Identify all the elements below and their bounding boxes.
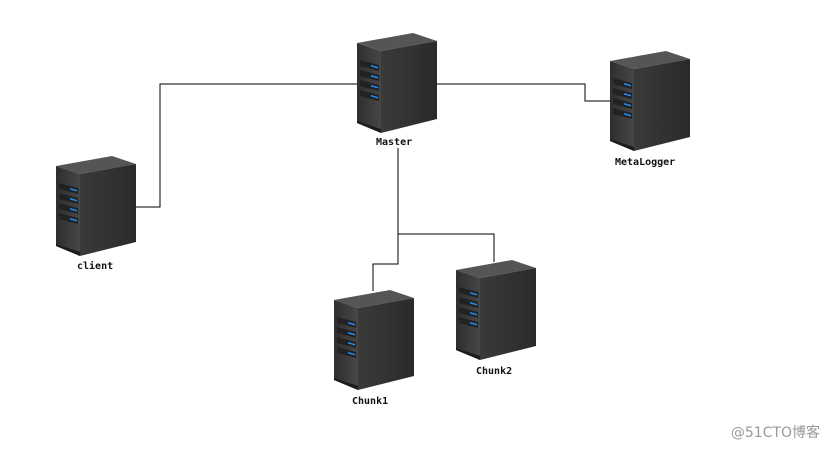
client-server-icon	[56, 156, 136, 256]
watermark: @51CTO博客	[730, 425, 820, 441]
connection-master-chunk2	[398, 233, 495, 262]
connection-master-metalogger	[433, 83, 611, 102]
metalogger-label: MetaLogger	[615, 157, 676, 168]
chunk1-label: Chunk1	[352, 396, 389, 407]
master-server-icon	[357, 33, 437, 133]
connection-master-chunk1	[372, 148, 399, 291]
client-label: client	[77, 261, 114, 272]
chunk2-label: Chunk2	[476, 366, 513, 377]
chunk2-server-icon	[456, 260, 536, 360]
chunk1-server-icon	[334, 290, 414, 390]
connections	[133, 83, 611, 291]
connection-client-master	[133, 83, 358, 208]
master-label: Master	[376, 137, 413, 148]
metalogger-server-icon	[610, 51, 690, 151]
